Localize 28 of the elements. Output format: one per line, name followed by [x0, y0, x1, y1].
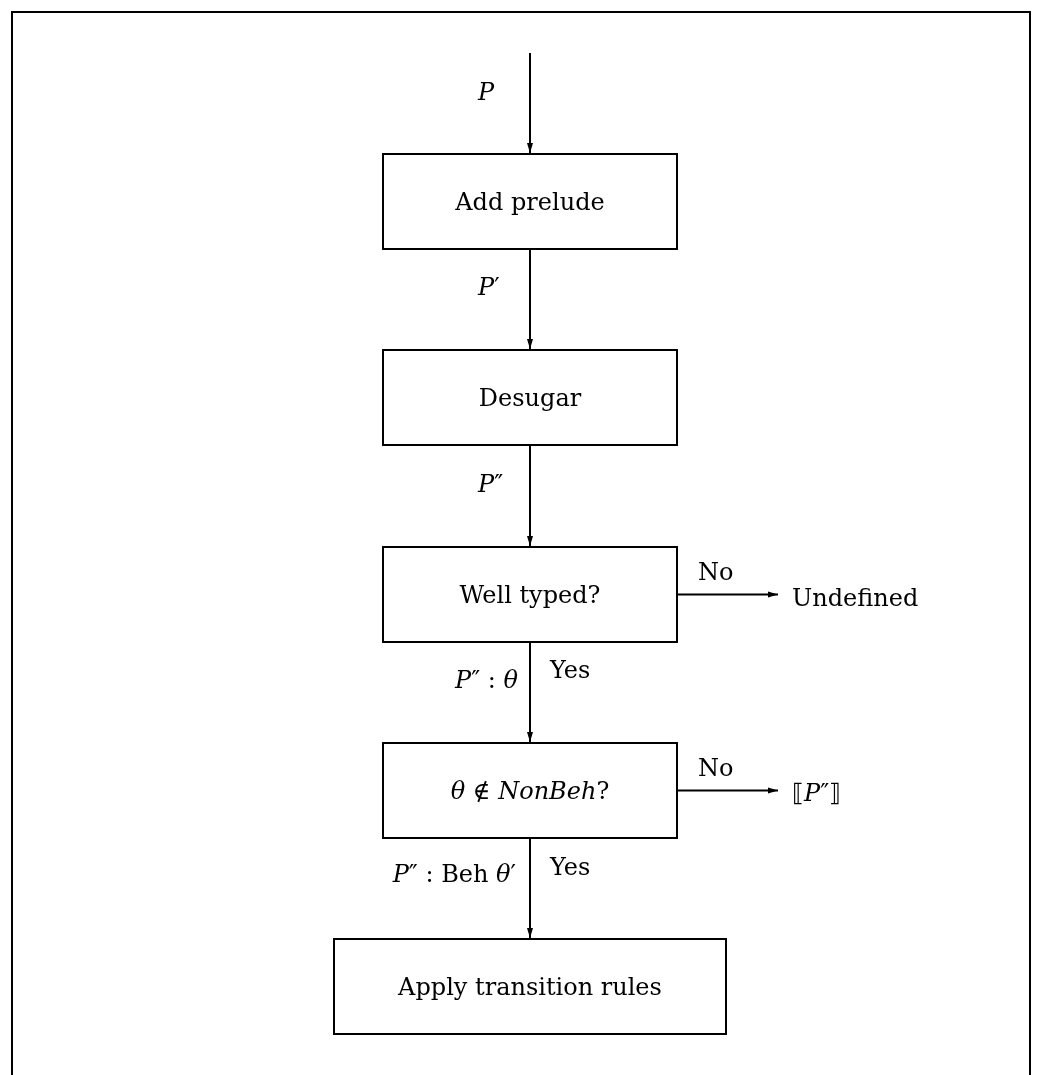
- edge-label: Yes: [550, 853, 591, 881]
- edge-label: P: [478, 78, 495, 106]
- process-box: [382, 153, 678, 250]
- type-annotation: P″ : θ: [453, 666, 518, 694]
- edge-label: No: [698, 754, 734, 782]
- arrow: [527, 52, 533, 154]
- process-box: [382, 742, 678, 839]
- arrow: [527, 445, 533, 547]
- edge-label: P″: [478, 470, 504, 498]
- box-label: Desugar: [478, 383, 582, 412]
- type-annotation: P″ : Beh θ′: [391, 860, 516, 888]
- arrow: [527, 249, 533, 350]
- result-label: Undefined: [778, 578, 958, 618]
- edge-label: P′: [478, 273, 500, 301]
- arrow: [677, 591, 779, 598]
- arrow: [677, 787, 779, 794]
- edge-label: No: [698, 558, 734, 586]
- arrow: [527, 642, 533, 743]
- box-label: Apply transition rules: [398, 972, 662, 1001]
- edge-label: Yes: [550, 656, 591, 684]
- box-label: Add prelude: [455, 187, 605, 216]
- process-box: [382, 546, 678, 643]
- result-label: ⟦P″⟧: [778, 773, 888, 813]
- box-label: Well typed?: [459, 580, 601, 609]
- process-box: [382, 349, 678, 446]
- arrow: [527, 838, 533, 939]
- process-box: [333, 938, 727, 1035]
- box-label: θ ∉ NonBeh?: [450, 776, 610, 805]
